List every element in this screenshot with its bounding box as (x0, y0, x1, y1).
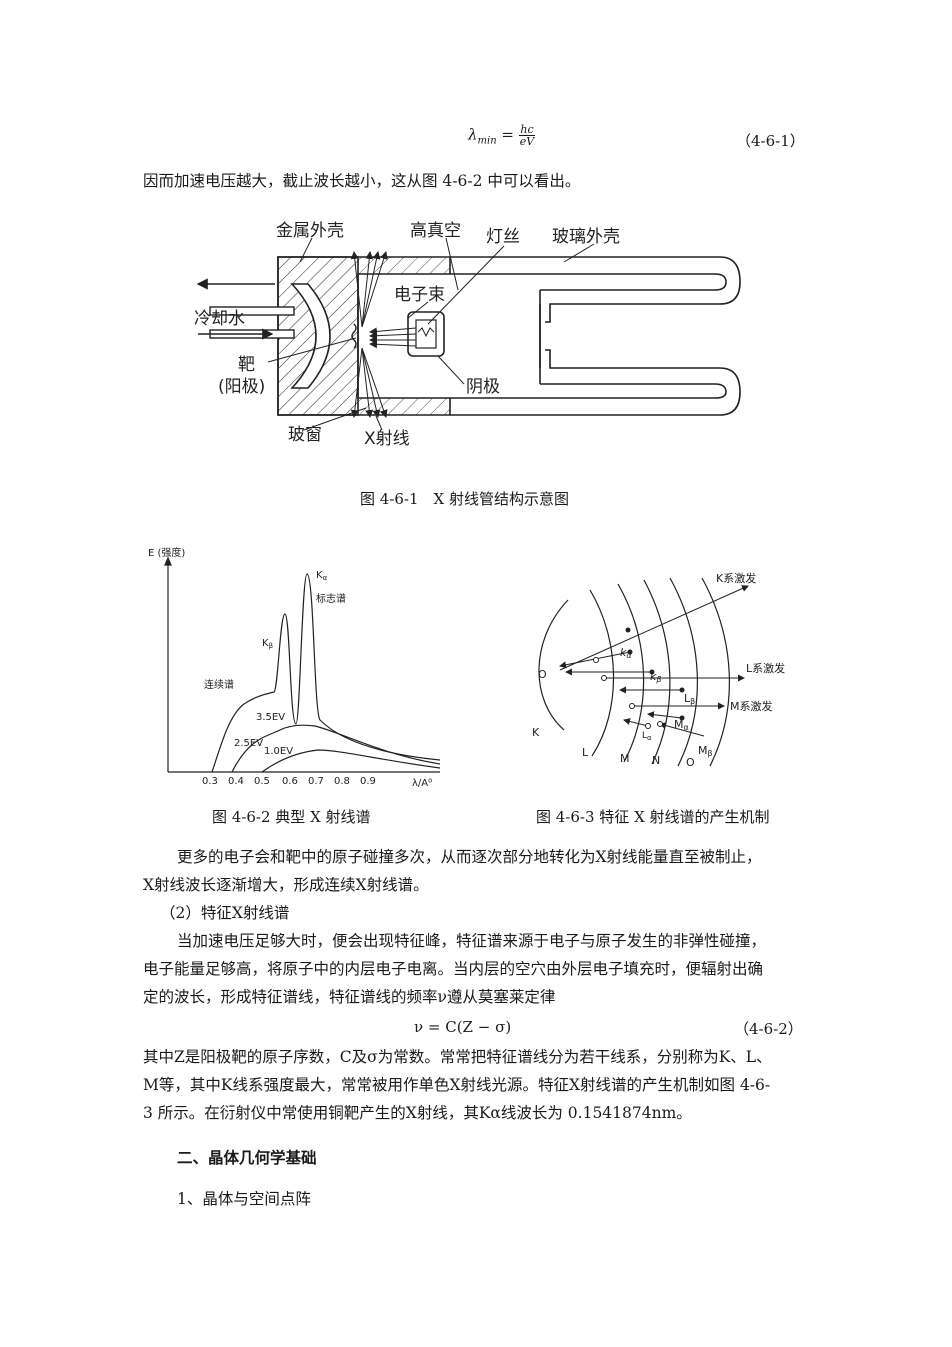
shell-outer-arc (701, 577, 730, 767)
shell-n-arc (643, 579, 671, 765)
filament-label: 灯丝 (486, 227, 520, 247)
k-alpha-label: Kα (316, 570, 328, 582)
curve-10ev (261, 749, 441, 773)
paragraph-characteristic-line3: 定的波长，形成特征谱线，特征谱线的频率ν遵从莫塞莱定律 (143, 988, 556, 1006)
xray-label: X射线 (364, 429, 410, 449)
m-alpha-line-label: Mα (674, 718, 689, 732)
metal-shell-label: 金属外壳 (276, 221, 344, 241)
vacancy-dot (629, 703, 635, 709)
l-alpha-arrow (623, 718, 649, 727)
y-axis-arrow (164, 556, 172, 566)
vacancy-dot (593, 657, 599, 663)
vacancy-dot (645, 723, 651, 729)
vacancy-dot (657, 721, 663, 727)
x-tick-06: 0.6 (282, 776, 298, 787)
target-label-2: (阳极) (218, 377, 265, 397)
curve-35ev (211, 573, 441, 773)
electron-dot (679, 715, 685, 721)
x-axis-label: λ/A⁰ (412, 778, 432, 789)
m-alpha-arrow (647, 711, 683, 719)
paragraph-series-line1: 其中Z是阳极靶的原子序数，C及σ为常数。常常把特征谱线分为若干线系，分别称为K、… (143, 1048, 772, 1066)
glass-window-label: 玻窗 (288, 425, 322, 445)
equation-number-1: （4-6-1） (736, 132, 805, 150)
subheading-characteristic: （2）特征X射线谱 (160, 904, 290, 922)
l-excitation-label: L系激发 (746, 661, 785, 675)
cooling-arrows (196, 278, 275, 340)
electron-dot (627, 649, 633, 655)
k-alpha-line-label: kα (620, 646, 632, 660)
paragraph-series-line2: M等，其中K线系强度最大，常常被用作单色X射线光源。特征X射线谱的产生机制如图 … (143, 1076, 771, 1094)
figure-caption-3: 图 4-6-3 特征 X 射线谱的产生机制 (536, 808, 770, 826)
x-tick-05: 0.5 (254, 776, 270, 787)
curve-25ev (231, 724, 441, 773)
k-excitation-arrow (559, 585, 749, 671)
m-beta-arrow (659, 722, 705, 737)
x-tick-08: 0.8 (334, 776, 350, 787)
x-tick-09: 0.9 (360, 776, 376, 787)
k-beta-label: Kβ (262, 638, 273, 650)
nucleus-label: O (538, 668, 547, 681)
glass-shell (450, 256, 741, 416)
voltage-35-label: 3.5EV (256, 712, 285, 723)
shell-m-arc (617, 583, 645, 763)
figure-caption-2: 图 4-6-2 典型 X 射线谱 (212, 808, 371, 826)
shell-m-label: M (620, 752, 630, 765)
high-vacuum-label: 高真空 (410, 221, 461, 241)
shell-l-label: L (582, 746, 589, 759)
target-label-1: 靶 (238, 355, 255, 375)
l-beta-line-label: Lβ (684, 692, 695, 706)
cathode-label: 阴极 (466, 377, 500, 397)
shell-o-arc (669, 577, 698, 767)
paragraph-continuous-line2: X射线波长逐渐增大，形成连续X射线谱。 (143, 876, 429, 894)
continuous-spectrum-label: 连续谱 (204, 678, 234, 691)
xray-rays (350, 251, 388, 418)
paragraph-characteristic-line2: 电子能量足够高，将原子中的内层电子电离。当内层的空穴由外层电子填充时，便辐射出确 (143, 960, 764, 978)
electron-dot (679, 687, 685, 693)
l-alpha-line-label: Lα (642, 731, 652, 742)
formula-moseley: ν = C(Z − σ) (414, 1018, 512, 1036)
equation-number-2: （4-6-2） (734, 1020, 803, 1038)
electron-dot (649, 669, 655, 675)
electron-beam-label: 电子束 (394, 285, 445, 305)
x-tick-03: 0.3 (202, 776, 218, 787)
voltage-10-label: 1.0EV (264, 746, 293, 757)
xray-tube-diagram: 金属外壳 高真空 灯丝 玻璃外壳 电子束 冷却水 靶 (阳极) 阴极 玻窗 X射… (194, 221, 741, 449)
shell-o-label: O (686, 756, 695, 769)
xray-spectrum-figure: E (强度) Kα 标志谱 Kβ 连续谱 3.5EV 2.5EV 1.0EV 0… (148, 546, 441, 789)
shell-k-label: K (532, 726, 540, 739)
x-tick-04: 0.4 (228, 776, 244, 787)
figure-caption-1: 图 4-6-1 X 射线管结构示意图 (360, 490, 569, 508)
paragraph-characteristic-line1: 当加速电压足够大时，便会出现特征峰，特征谱来源于电子与原子发生的非弹性碰撞， (177, 932, 767, 950)
m-excitation-label: M系激发 (730, 699, 773, 713)
subsection-heading: 1、晶体与空间点阵 (177, 1190, 311, 1208)
electron-beam (369, 327, 417, 349)
shell-l-arc (589, 589, 615, 757)
paragraph-continuous-line1: 更多的电子会和靶中的原子碰撞多次，从而逐次部分地转化为X射线能量直至被制止， (177, 848, 762, 866)
shell-n-label: N (652, 754, 660, 767)
characteristic-xray-mechanism-figure: K系激发 L系激发 M系激发 O K L M N O kα kβ Lβ Mα L… (532, 571, 785, 769)
characteristic-spectrum-label: 标志谱 (316, 592, 346, 605)
k-excitation-label: K系激发 (716, 571, 756, 585)
y-axis-label: E (强度) (148, 546, 185, 559)
m-beta-line-label: Mβ (698, 744, 713, 758)
shell-k-arc (538, 599, 569, 731)
glass-shell-label: 玻璃外壳 (552, 227, 620, 247)
leader-lines (267, 237, 595, 431)
paragraph-cutoff: 因而加速电压越大，截止波长越小，这从图 4-6-2 中可以看出。 (143, 172, 581, 190)
k-beta-line-label: kβ (650, 670, 661, 684)
voltage-25-label: 2.5EV (234, 738, 263, 749)
paragraph-series-line3: 3 所示。在衍射仪中常使用铜靶产生的X射线，其Kα线波长为 0.1541874n… (143, 1104, 692, 1122)
vacancy-dot (601, 675, 607, 681)
section-heading: 二、晶体几何学基础 (177, 1149, 317, 1167)
cooling-water-label: 冷却水 (194, 309, 245, 329)
electron-dot (625, 627, 631, 633)
x-tick-07: 0.7 (308, 776, 324, 787)
